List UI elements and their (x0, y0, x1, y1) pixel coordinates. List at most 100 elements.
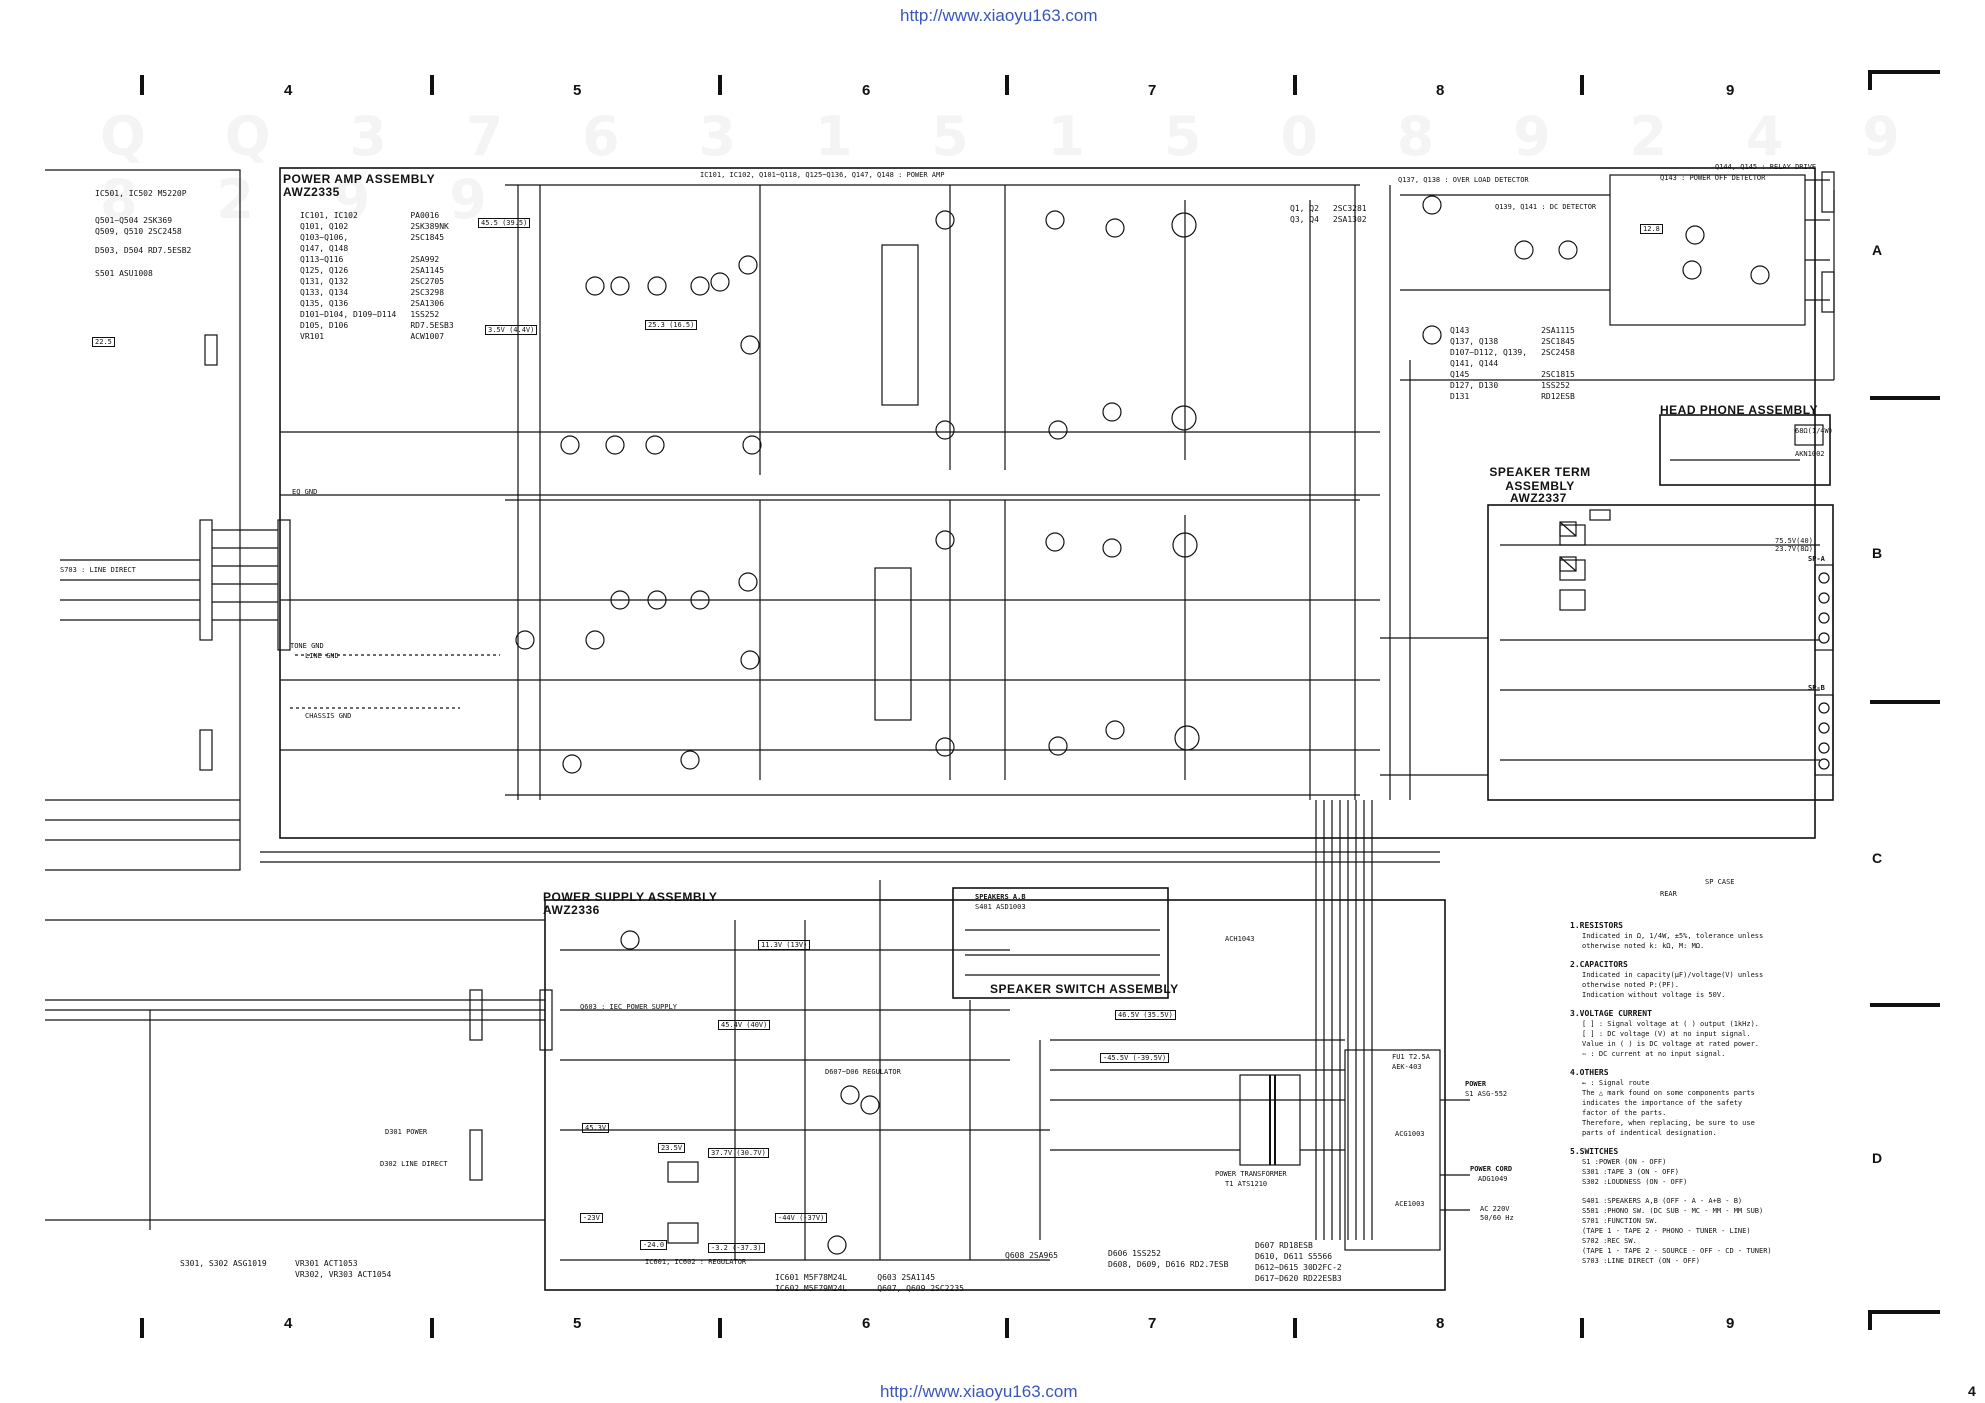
left-part-1: Q501~Q504 2SK369 (95, 216, 173, 225)
note-line: parts of indentical designation. (1582, 1129, 1717, 1137)
note-line: S702 :REC SW. (1582, 1237, 1637, 1245)
ps-part-0: IC601 M5F78M24L (775, 1273, 848, 1282)
pa-part-row: Q103~Q106, 2SC1845 (300, 232, 468, 243)
note-line: Indicated in capacity(μF)/voltage(V) unl… (1582, 971, 1764, 979)
note-line: [ ] : DC voltage (V) at no input signal. (1582, 1030, 1751, 1038)
note-line: (TAPE 1 - TAPE 2 - SOURCE - OFF - CD - T… (1582, 1247, 1772, 1255)
ac-label: AC 220V (1480, 1205, 1510, 1213)
protect-part-cell: 1SS252 (1541, 381, 1570, 390)
note-section: 3.VOLTAGE CURRENT[ ] : Signal voltage at… (1570, 1008, 1870, 1059)
note-line: Value in ( ) is DC voltage at rated powe… (1582, 1040, 1760, 1048)
col-label-7: 7 (1148, 82, 1157, 99)
pa-part-row: Q147, Q148 (300, 243, 468, 254)
voltage-box-15: 45.3V (582, 1123, 610, 1133)
col-label-bottom-4: 4 (284, 1315, 293, 1332)
power-supply-title: POWER SUPPLY ASSEMBLY (543, 890, 718, 904)
voltage-box-10: -45.5V (-39.5V) (1100, 1053, 1170, 1063)
q-part-cell: 2SA1302 (1332, 215, 1367, 224)
pa-part-cell: VR101 (300, 332, 325, 341)
watermark: Q Q 3 7 6 3 1 5 1 5 0 8 9 2 4 9 8 2 9 9 (100, 105, 1985, 231)
sp-case-label: SP CASE (1705, 878, 1735, 886)
footer-url[interactable]: http://www.xiaoyu163.com (880, 1382, 1078, 1401)
protect-part-cell: Q141, Q144 (1450, 359, 1499, 368)
speaker-term-part: AWZ2337 (1510, 491, 1567, 505)
headphone-res: 68Ω(1/4W) (1795, 427, 1833, 435)
left-part-0: IC501, IC502 M5220P (95, 189, 187, 198)
note-line: (TAPE 1 - TAPE 2 - PHONO - TUNER - LINE) (1582, 1227, 1751, 1235)
pa-part-cell: 2SC1845 (410, 233, 445, 242)
note-line: S401 :SPEAKERS A,B (OFF - A - A+B - B) (1582, 1197, 1743, 1205)
note-line: ← : Signal route (1582, 1079, 1650, 1087)
relay-drive-label: Q144, Q145 : RELAY DRIVE (1715, 163, 1817, 171)
col-label-6: 6 (862, 82, 871, 99)
ps-part-10: D617~D620 RD22ESB3 (1255, 1274, 1342, 1283)
voltage-box-6: 37.7V (30.7V) (708, 1148, 769, 1158)
pa-part-cell: Q103~Q106, (300, 233, 349, 242)
header-url[interactable]: http://www.xiaoyu163.com (900, 6, 1098, 25)
s1-label: S1 ASG-552 (1465, 1090, 1508, 1098)
left-part-2: Q509, Q510 2SC2458 (95, 227, 182, 236)
voltage-box-13: -3.2 (-37.3) (708, 1243, 765, 1253)
voltage-box-11: -23V (580, 1213, 603, 1223)
voltage-box-5: 23.5V (658, 1143, 686, 1153)
voltage-box-8: 45.4V (40V) (718, 1020, 771, 1030)
speaker-term-title: SPEAKER TERM ASSEMBLY (1489, 465, 1591, 493)
c3-part: ACH1043 (1225, 935, 1255, 943)
eq-gnd-label: EQ GND (292, 488, 318, 496)
protect-part-cell: D131 (1450, 392, 1470, 401)
note-line: Therefore, when replacing, be sure to us… (1582, 1119, 1755, 1127)
rear-label: REAR (1660, 890, 1677, 898)
ps-part-7: D607 RD18ESB (1255, 1241, 1313, 1250)
regulator-label-2: IC601, IC602 : REGULATOR (645, 1258, 747, 1266)
ps-part-9: D612~D615 30D2FC-2 (1255, 1263, 1342, 1272)
ps-part-8: D610, D611 S5566 (1255, 1252, 1333, 1261)
pa-part-cell: Q125, Q126 (300, 266, 349, 275)
note-line: ⇦ : DC current at no input signal. (1582, 1050, 1726, 1058)
note-line: Indicated in Ω, 1/4W, ±5%, tolerance unl… (1582, 932, 1764, 940)
d302-label: D302 LINE DIRECT (380, 1160, 448, 1168)
page-number: 4 (1968, 1383, 1976, 1399)
pa-part-cell: 2SC3298 (410, 288, 445, 297)
headphone-title: HEAD PHONE ASSEMBLY (1660, 403, 1818, 417)
fuse-part: AEK-403 (1392, 1063, 1422, 1071)
pa-part-cell: 2SC2705 (410, 277, 445, 286)
row-label-a: A (1872, 242, 1883, 258)
col-label-5: 5 (573, 82, 582, 99)
power-cord-part: ADG1049 (1478, 1175, 1508, 1183)
ps-part-3: Q607, Q609 2SC2235 (877, 1284, 964, 1293)
pa-part-cell: RD7.5ESB3 (410, 321, 454, 330)
left-part-4: S501 ASU1008 (95, 269, 153, 278)
hz-label: 50/60 Hz (1480, 1214, 1514, 1222)
pa-part-cell: 1SS252 (410, 310, 440, 319)
note-line: [ ] : Signal voltage at ( ) output (1kHz… (1582, 1020, 1760, 1028)
sp-b-label: SP-B (1808, 684, 1825, 692)
col-label-bottom-9: 9 (1726, 1315, 1735, 1332)
protect-part-cell: Q145 (1450, 370, 1470, 379)
power-label: POWER (1465, 1080, 1487, 1088)
protect-part-cell: 2SA1115 (1541, 326, 1575, 335)
q-part-cell: Q3, Q4 (1290, 215, 1319, 224)
d301-label: D301 POWER (385, 1128, 428, 1136)
note-line: factor of the parts. (1582, 1109, 1667, 1117)
bottom-left-part-0: S301, S302 ASG1019 (180, 1259, 267, 1268)
voltage-box-0: 45.5 (39.5) (478, 218, 531, 228)
power-amp-header-line: IC101, IC102, Q101~Q118, Q125~Q136, Q147… (700, 171, 945, 179)
col-label-8: 8 (1436, 82, 1445, 99)
c616-part: ACG1003 (1395, 1130, 1425, 1138)
protect-part-cell: 2SC1845 (1541, 337, 1575, 346)
ps-parts-list: IC601 M5F78M24L IC602 M5F79M24L Q603 2SA… (775, 1272, 1415, 1294)
transformer-part: T1 ATS1210 (1225, 1180, 1268, 1188)
regulator-label-1: D607~D06 REGULATOR (825, 1068, 901, 1076)
pa-part-cell: 2SA1306 (410, 299, 445, 308)
